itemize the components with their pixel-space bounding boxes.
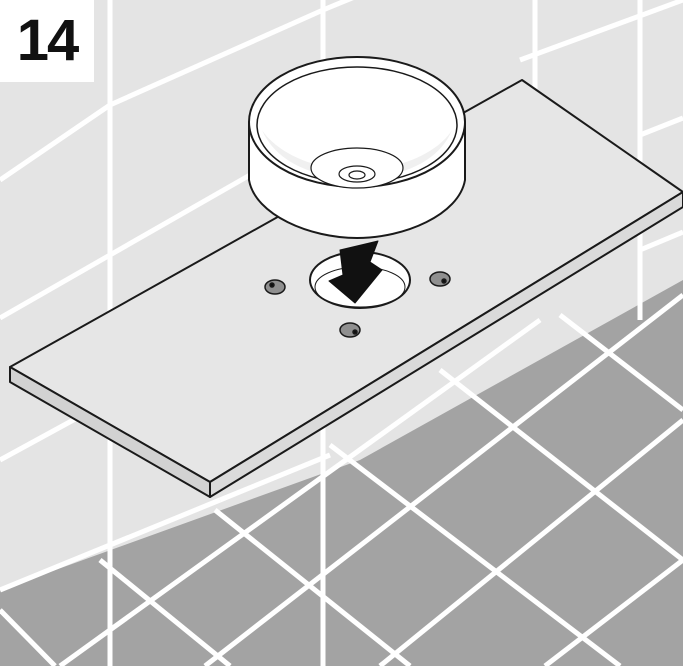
floor-area [0, 280, 683, 666]
step-badge: 14 [0, 0, 94, 82]
floor-tile-grout [0, 293, 683, 666]
screw-insert-icon [264, 271, 451, 338]
step-number: 14 [16, 8, 79, 73]
down-arrow-icon [328, 240, 383, 304]
vessel-basin-icon [248, 56, 466, 239]
basin-inner-shade [262, 130, 452, 178]
basin-drain-inner [348, 170, 366, 180]
countertop-side-edge [209, 191, 683, 498]
